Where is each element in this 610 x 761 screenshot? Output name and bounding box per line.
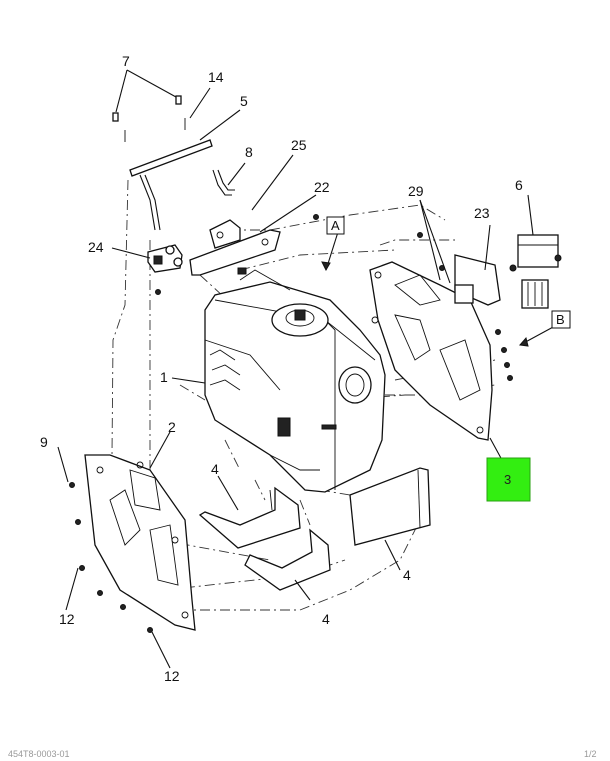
- callout-12-left: 12: [59, 611, 75, 627]
- callout-4-upper: 4: [211, 461, 219, 477]
- callout-4-lower: 4: [322, 611, 330, 627]
- callout-29: 29: [408, 183, 424, 199]
- bracket-part-4-lower: [244, 528, 331, 591]
- view-label-b-text: B: [556, 312, 565, 327]
- rod-part-8: [212, 169, 235, 196]
- highlight-part-3-label: 3: [504, 472, 511, 487]
- footer-ref-right: 1/2: [584, 749, 597, 759]
- bracket-part-4-right: [349, 467, 431, 546]
- callout-4-right: 4: [403, 567, 411, 583]
- bracket-part-22: [189, 219, 281, 276]
- highlight-part-3[interactable]: 3: [486, 457, 531, 502]
- callout-6: 6: [515, 177, 523, 193]
- plate-part-2: [84, 454, 196, 631]
- tank-part-1: [204, 267, 386, 493]
- callout-9: 9: [40, 434, 48, 450]
- view-label-a-text: A: [331, 218, 340, 233]
- callout-1: 1: [160, 369, 168, 385]
- rod-part-5: [129, 139, 213, 231]
- callout-24: 24: [88, 239, 104, 255]
- valve-part-24: [147, 244, 183, 273]
- plate-part-3: [369, 261, 493, 441]
- callout-7: 7: [122, 53, 130, 69]
- callout-8: 8: [245, 144, 253, 160]
- callout-25: 25: [291, 137, 307, 153]
- callout-labels: 1 2 4 4 4 5 6 7 8 9 12 12 14 22 23 24 25…: [40, 53, 523, 684]
- bracket-part-4-upper: [198, 486, 301, 549]
- callout-14: 14: [208, 69, 224, 85]
- callout-12-bottom: 12: [164, 668, 180, 684]
- bracket-part-23: [454, 254, 501, 306]
- pin-parts: [112, 95, 186, 142]
- callout-22: 22: [314, 179, 330, 195]
- solenoid-part-6: [509, 234, 562, 309]
- footer-ref-left: 454T8-0003-01: [8, 749, 70, 759]
- leader-lines: [57, 69, 556, 669]
- callout-2: 2: [168, 419, 176, 435]
- view-label-b: B: [551, 310, 571, 329]
- callout-5: 5: [240, 93, 248, 109]
- callout-23: 23: [474, 205, 490, 221]
- view-label-a: A: [326, 216, 345, 235]
